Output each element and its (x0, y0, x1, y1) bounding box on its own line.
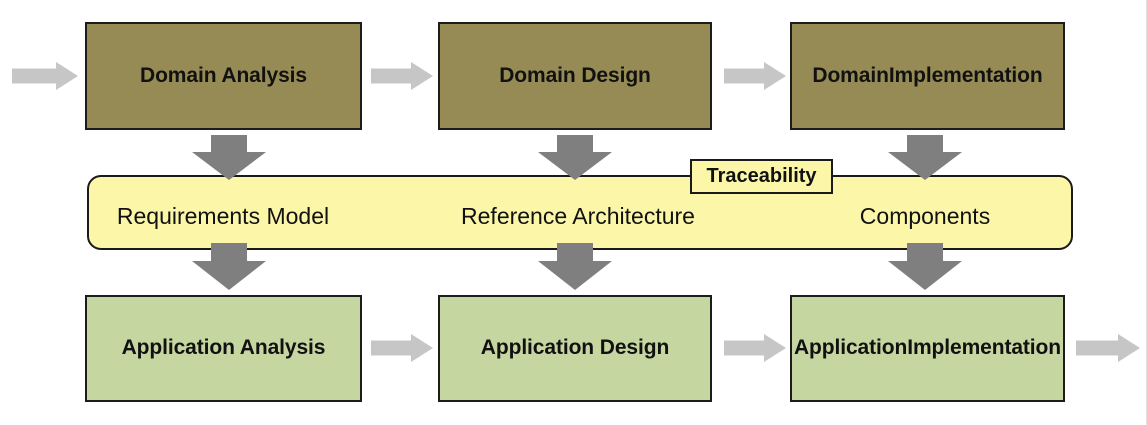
domain-analysis-to-design-arrow (371, 62, 433, 90)
process-box-domain-implementation[interactable]: Domain Implementation (790, 22, 1065, 130)
process-box-domain-design[interactable]: Domain Design (438, 22, 712, 130)
box-label-line2: Implementation (888, 63, 1043, 87)
band-artifact-requirements-model: Requirements Model (116, 203, 330, 229)
process-box-application-implementation[interactable]: Application Implementation (790, 295, 1065, 402)
process-box-application-design[interactable]: Application Design (438, 295, 712, 402)
box-label-line1: Domain (812, 63, 889, 87)
band-to-application-implementation-arrow (888, 243, 962, 290)
process-box-application-analysis[interactable]: Application Analysis (85, 295, 362, 402)
band-to-application-analysis-arrow (192, 243, 266, 290)
process-box-domain-analysis[interactable]: Domain Analysis (85, 22, 362, 130)
box-label-line1: Application (793, 336, 908, 360)
band-to-application-design-arrow (538, 243, 612, 290)
box-label-line2: Implementation (907, 336, 1062, 360)
entry-arrow (12, 62, 78, 90)
application-design-to-implementation-arrow (724, 334, 786, 362)
application-analysis-to-design-arrow (371, 334, 433, 362)
domain-implementation-to-band-arrow (888, 135, 962, 180)
domain-analysis-to-band-arrow (192, 135, 266, 180)
traceability-label: Traceability (690, 159, 833, 194)
band-artifact-components: Components (859, 203, 991, 229)
exit-arrow (1076, 334, 1140, 362)
domain-design-to-band-arrow (538, 135, 612, 180)
domain-design-to-implementation-arrow (724, 62, 786, 90)
band-artifact-reference-architecture: Reference Architecture (461, 203, 695, 229)
